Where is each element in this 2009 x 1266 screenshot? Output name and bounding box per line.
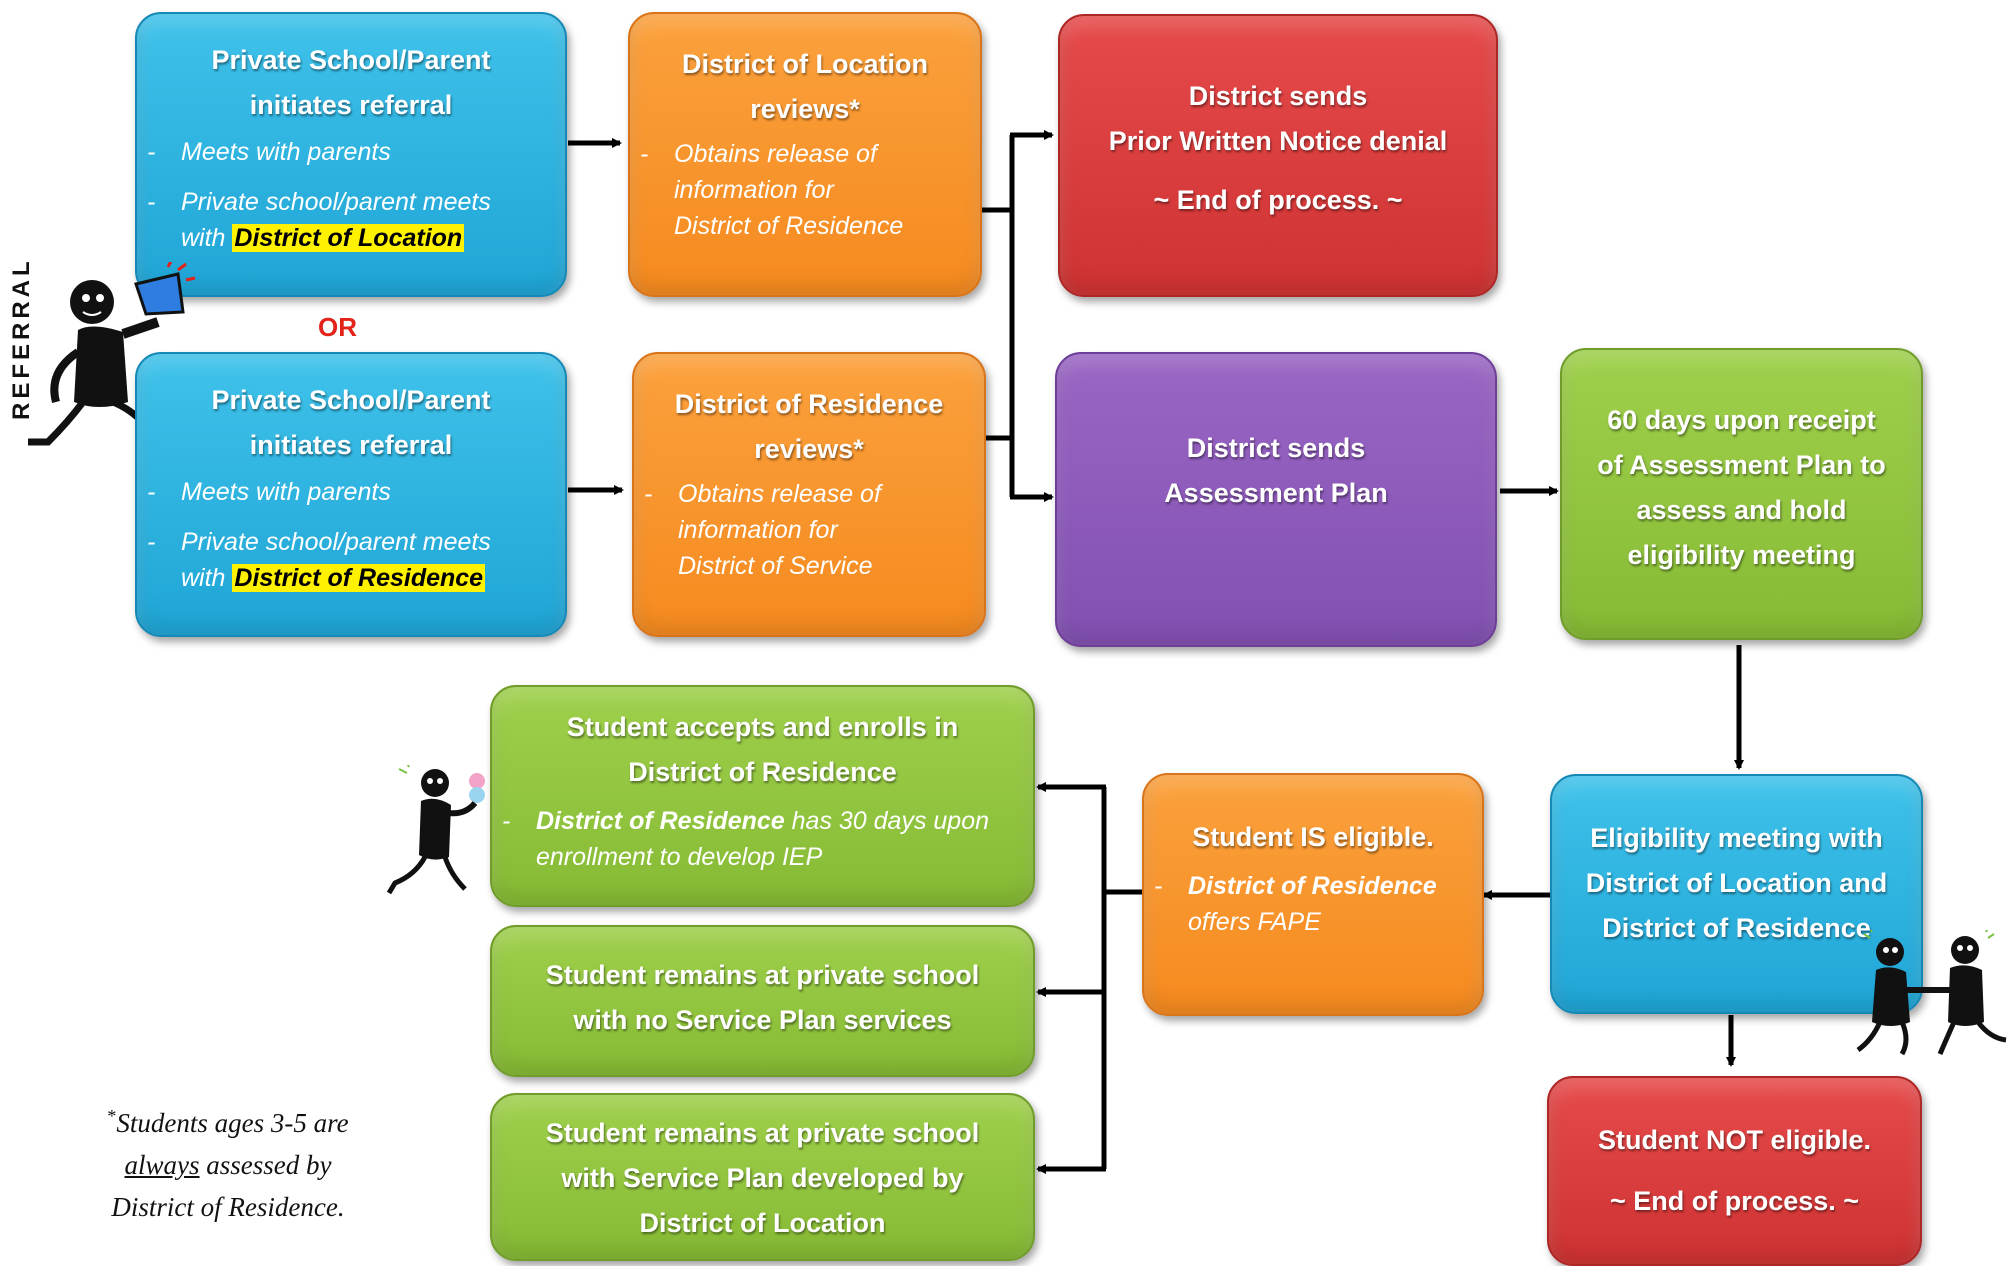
footnote: *Students ages 3-5 are always assessed b… [107, 1106, 349, 1222]
box-title: Student IS eligible. [1192, 822, 1434, 852]
student-figure-icon [386, 765, 485, 895]
end-of-process: ~ End of process. ~ [1609, 1186, 1860, 1216]
highlight-district-residence: District of Residence [232, 564, 486, 592]
bullet: -Meets with parents [147, 478, 391, 506]
end-of-process: ~ End of process. ~ [1153, 185, 1403, 215]
megaphone-figure-icon [28, 262, 196, 448]
highlight-district-location: District of Location [232, 224, 465, 252]
is-eligible-box: Student IS eligible. -District of Reside… [1142, 773, 1484, 1016]
bullet: -Meets with parents [147, 138, 391, 166]
or-label: OR [318, 312, 357, 342]
not-eligible-box: Student NOT eligible. ~ End of process. … [1547, 1076, 1922, 1266]
meeting-figures-icon [1856, 930, 2007, 1056]
box-title: Student NOT eligible. [1597, 1125, 1871, 1155]
